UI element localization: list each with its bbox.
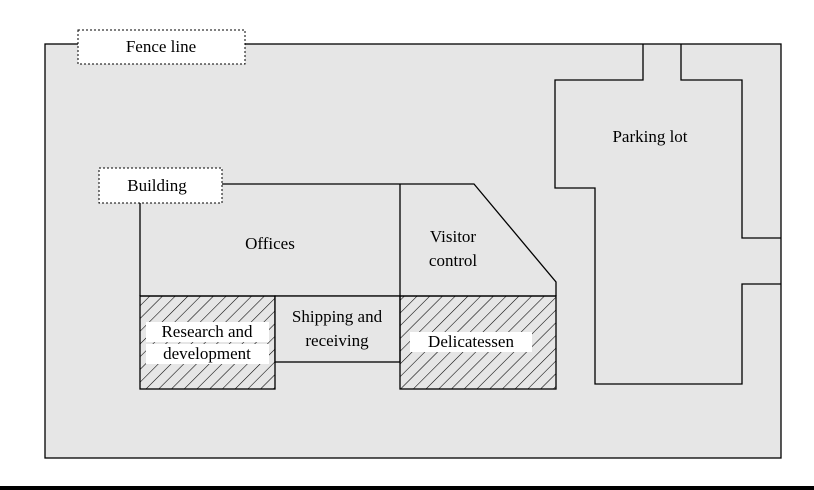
fence-line-label: Fence line [126, 37, 196, 56]
delicatessen-label: Delicatessen [428, 332, 514, 351]
visitor-control-label-line1: Visitor [430, 227, 477, 246]
fence-line-callout [77, 29, 246, 65]
parking-lot-boundary [554, 44, 781, 385]
building-outline [139, 183, 557, 296]
offices-label: Offices [245, 234, 295, 253]
building-callout [98, 167, 223, 204]
bottom-rule [0, 486, 814, 490]
building-label: Building [127, 176, 187, 195]
parking-lot-label: Parking lot [612, 127, 687, 146]
visitor-control-label-line2: control [429, 251, 477, 270]
research-development-area [139, 295, 276, 390]
shipping-receiving-area [274, 295, 401, 363]
deli-label-bg [410, 332, 532, 352]
shipping-label-line1: Shipping and [292, 307, 383, 326]
rd-label-line2: development [163, 344, 251, 363]
rd-label-line1: Research and [161, 322, 253, 341]
shipping-label-line2: receiving [305, 331, 369, 350]
rd-label-bg-1 [146, 322, 269, 342]
fence-area [44, 43, 782, 459]
rd-label-bg-2 [146, 344, 269, 364]
